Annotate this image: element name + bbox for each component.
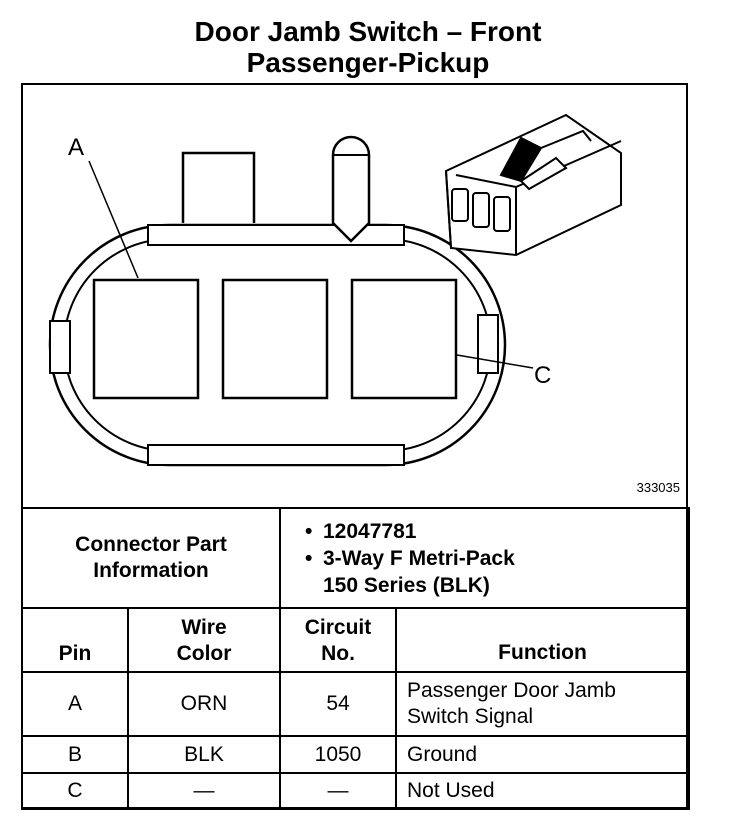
connector-info-label: Connector Part Information	[21, 507, 281, 609]
page-title: Door Jamb Switch – Front	[194, 16, 542, 47]
header-circuit-no: Circuit No.	[279, 607, 397, 673]
connector-info-values: •12047781 •3-Way F Metri-Pack 150 Series…	[279, 507, 690, 609]
row-b-pin: B	[21, 735, 129, 774]
row-a-pin: A	[21, 671, 129, 737]
table-row: C — — Not Used	[21, 772, 690, 810]
callout-a-label: A	[68, 134, 84, 161]
connector-description-2: 150 Series (BLK)	[323, 573, 490, 597]
pinout-table: Connector Part Information •12047781 •3-…	[21, 507, 690, 810]
row-c-pin: C	[21, 772, 129, 810]
callout-c-label: C	[534, 362, 551, 389]
connector-part-number: 12047781	[323, 519, 417, 543]
connector-isometric-icon	[444, 113, 622, 257]
table-row: A ORN 54 Passenger Door Jamb Switch Sign…	[21, 671, 690, 737]
header-wire-color: Wire Color	[127, 607, 281, 673]
row-c-circuit: —	[279, 772, 397, 810]
connector-polarizing-key	[331, 135, 371, 243]
header-pin: Pin	[21, 607, 129, 673]
table-row: B BLK 1050 Ground	[21, 735, 690, 774]
callout-a-leader	[88, 160, 139, 279]
row-a-circuit: 54	[279, 671, 397, 737]
callout-c-leader	[456, 354, 534, 369]
cavity-b	[221, 278, 329, 400]
connector-diagram: A C	[48, 113, 622, 467]
row-b-circuit: 1050	[279, 735, 397, 774]
connector-lock-tab	[181, 151, 256, 223]
page-subtitle: Passenger-Pickup	[246, 47, 490, 78]
connector-right-rib	[477, 314, 499, 374]
connector-bottom-rib	[147, 444, 405, 466]
table-header-row: Pin Wire Color Circuit No. Function	[21, 607, 690, 673]
row-c-wire: —	[127, 772, 281, 810]
figure-number: 333035	[636, 480, 680, 495]
cavity-a	[92, 278, 200, 400]
row-a-function: Passenger Door Jamb Switch Signal	[395, 671, 690, 737]
row-b-wire: BLK	[127, 735, 281, 774]
connector-left-rib	[49, 320, 71, 374]
row-b-function: Ground	[395, 735, 690, 774]
connector-info-row: Connector Part Information •12047781 •3-…	[21, 507, 690, 609]
header-function: Function	[395, 607, 690, 673]
connector-description: 3-Way F Metri-Pack	[323, 546, 515, 570]
row-c-function: Not Used	[395, 772, 690, 810]
cavity-c	[350, 278, 458, 400]
row-a-wire: ORN	[127, 671, 281, 737]
